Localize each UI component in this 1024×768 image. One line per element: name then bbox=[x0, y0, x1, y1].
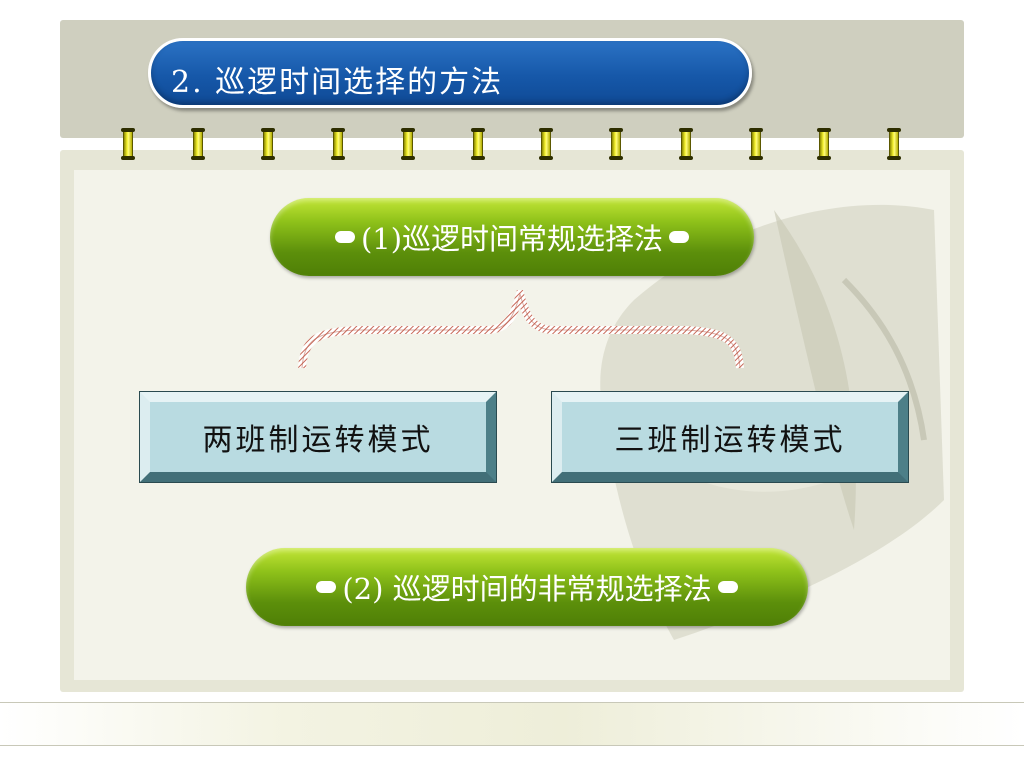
method-1-label: (1)巡逻时间常规选择法 bbox=[360, 222, 664, 256]
binder-ring-icon bbox=[887, 128, 901, 160]
title-banner: 2. 巡逻时间选择的方法 bbox=[148, 38, 752, 108]
footer-band bbox=[0, 702, 1024, 746]
binder-ring-icon bbox=[401, 128, 415, 160]
binder-ring-icon bbox=[261, 128, 275, 160]
binder-ring-icon bbox=[749, 128, 763, 160]
binder-ring-icon bbox=[331, 128, 345, 160]
binder-ring-icon bbox=[121, 128, 135, 160]
page-title: 2. 巡逻时间选择的方法 bbox=[171, 65, 504, 100]
pill-dot-icon bbox=[669, 231, 690, 243]
three-shift-mode-label: 三班制运转模式 bbox=[614, 423, 846, 458]
method-1-pill: (1)巡逻时间常规选择法 bbox=[270, 198, 754, 276]
two-shift-mode-box: 两班制运转模式 bbox=[139, 391, 497, 483]
pill-dot-icon bbox=[334, 231, 355, 243]
pill-dot-icon bbox=[717, 581, 738, 593]
two-shift-mode-label: 两班制运转模式 bbox=[202, 423, 434, 458]
method-2-pill: (2) 巡逻时间的非常规选择法 bbox=[246, 548, 808, 626]
brace-connector bbox=[298, 290, 744, 369]
method-2-label: (2) 巡逻时间的非常规选择法 bbox=[342, 572, 712, 606]
binder-ring-icon bbox=[817, 128, 831, 160]
binder-ring-icon bbox=[539, 128, 553, 160]
binder-ring-icon bbox=[471, 128, 485, 160]
binder-ring-icon bbox=[609, 128, 623, 160]
pill-dot-icon bbox=[316, 581, 337, 593]
binder-ring-icon bbox=[679, 128, 693, 160]
binder-ring-icon bbox=[191, 128, 205, 160]
three-shift-mode-box: 三班制运转模式 bbox=[551, 391, 909, 483]
